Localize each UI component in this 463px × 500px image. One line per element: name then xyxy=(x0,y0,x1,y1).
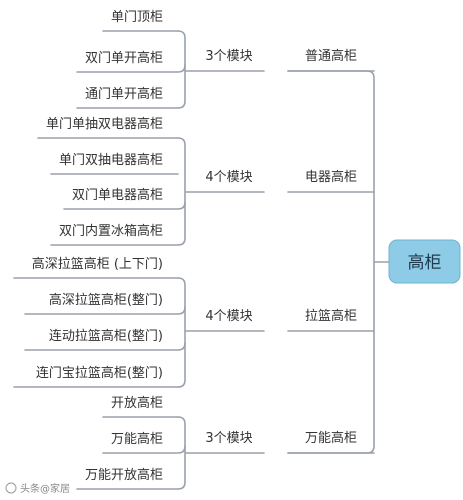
leaf-label[interactable]: 开放高柜 xyxy=(111,395,163,411)
leaf-label[interactable]: 高深拉篮高柜 (上下门) xyxy=(32,256,163,272)
leaf-underline xyxy=(76,64,186,73)
leaf-label[interactable]: 单门顶柜 xyxy=(111,10,163,25)
category-label[interactable]: 电器高柜 xyxy=(305,169,357,185)
leaf-label[interactable]: 万能高柜 xyxy=(111,431,163,447)
module-count-label[interactable]: 3个模块 xyxy=(205,431,252,446)
leaf-label[interactable]: 单门双抽电器高柜 xyxy=(59,152,163,168)
leaf-label[interactable]: 双门单开高柜 xyxy=(85,50,163,66)
branch-拉篮高柜: 拉篮高柜 4个模块 高深拉篮高柜 (上下门) 高深拉篮高柜(整门) 连动拉篮高柜(整门)… xyxy=(32,256,357,381)
leaf-label[interactable]: 高深拉篮高柜(整门) xyxy=(49,292,163,308)
watermark-icon xyxy=(5,482,17,494)
category-label[interactable]: 拉篮高柜 xyxy=(305,308,357,324)
leaf-bracket xyxy=(177,30,186,109)
leaf-label[interactable]: 单门单抽双电器高柜 xyxy=(46,116,163,132)
root-node-box[interactable] xyxy=(388,239,461,284)
module-count-label[interactable]: 3个模块 xyxy=(205,49,252,64)
trunk-connector xyxy=(287,70,375,454)
leaf-label[interactable]: 连门宝拉篮高柜(整门) xyxy=(36,365,163,381)
leaf-underline xyxy=(63,201,186,210)
leaf-label[interactable]: 连动拉篮高柜(整门) xyxy=(49,328,163,344)
watermark: 头条@家居 xyxy=(5,482,70,495)
leaf-label[interactable]: 通门单开高柜 xyxy=(85,86,163,102)
watermark-text: 头条@家居 xyxy=(20,482,70,495)
leaf-label[interactable]: 万能开放高柜 xyxy=(85,467,163,483)
leaf-underline xyxy=(102,445,186,454)
leaf-bracket xyxy=(177,277,186,388)
leaf-underline xyxy=(24,306,186,315)
module-count-label[interactable]: 4个模块 xyxy=(205,170,252,185)
category-label[interactable]: 万能高柜 xyxy=(305,430,357,446)
leaf-underline xyxy=(24,342,186,351)
leaf-label[interactable]: 双门内置冰箱高柜 xyxy=(59,223,163,239)
connector-lines xyxy=(13,30,390,490)
leaf-label[interactable]: 双门单电器高柜 xyxy=(72,187,163,203)
category-label[interactable]: 普通高柜 xyxy=(305,48,357,64)
root-node-label: 高柜 xyxy=(408,253,442,273)
root-node[interactable]: 高柜 xyxy=(388,239,461,284)
leaf-bracket xyxy=(177,416,186,490)
module-count-label[interactable]: 4个模块 xyxy=(205,309,252,324)
leaf-bracket xyxy=(177,137,186,246)
